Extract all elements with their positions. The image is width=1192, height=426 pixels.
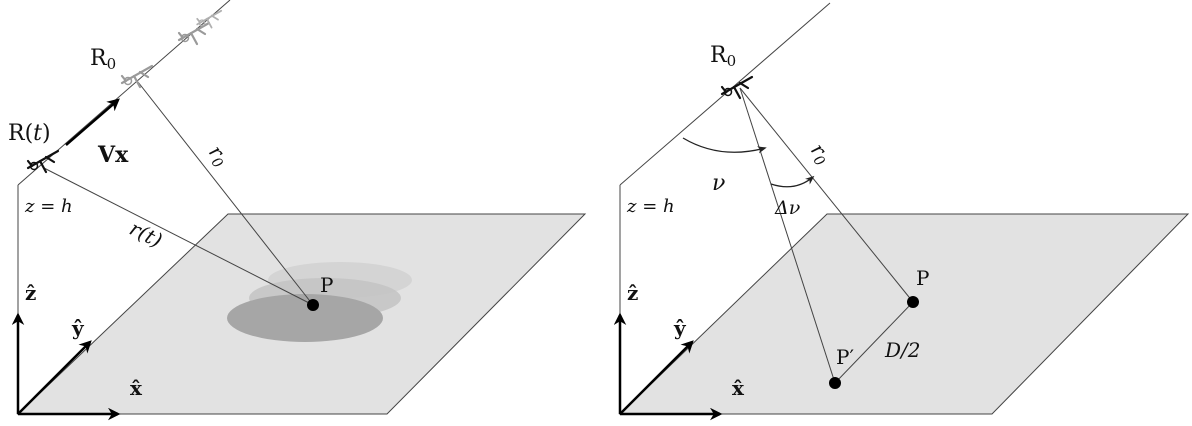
label-r0-right: R0 (710, 43, 736, 70)
aircraft-r0-icon (120, 64, 154, 89)
range-line-r0-right (739, 87, 914, 303)
aircraft-current-icon (26, 149, 60, 174)
label-r0-distance-right: r0 (804, 138, 837, 169)
label-velocity: Vx (97, 142, 129, 168)
aircraft-far-icon (196, 9, 223, 29)
label-pprime: P′ (836, 345, 854, 369)
label-height: z = h (24, 196, 73, 217)
range-line-pprime (739, 87, 836, 384)
angle-dnu-arc (770, 175, 815, 188)
range-line-r0 (137, 81, 314, 306)
range-line-rt (43, 167, 314, 306)
label-r0-distance: r0 (202, 140, 235, 171)
ground-plane-right (618, 213, 1190, 415)
label-nu: ν (712, 171, 725, 196)
axis-y-arrow (17, 340, 92, 415)
label-p-right: P (916, 266, 929, 290)
aircraft-future-icon (177, 21, 211, 46)
point-p-right (907, 296, 919, 308)
point-pprime (829, 377, 841, 389)
label-p: P (320, 273, 333, 297)
point-p (307, 299, 319, 311)
label-axis-y: ŷ (71, 316, 85, 340)
footprint-near (227, 294, 383, 342)
label-rt: R(t) (8, 121, 51, 146)
label-axis-x-right: x̂ (732, 376, 745, 400)
label-axis-z: ẑ (25, 281, 36, 305)
angle-nu-arc (682, 137, 767, 154)
label-d2: D/2 (884, 338, 921, 362)
label-rt-distance: r(t) (126, 216, 166, 252)
label-axis-x: x̂ (130, 376, 143, 400)
label-r0: R0 (90, 46, 116, 73)
label-height-right: z = h (626, 196, 675, 217)
baseline-d2 (834, 301, 914, 384)
axis-y-arrow-right (619, 340, 694, 415)
aircraft-r0-right-icon (720, 75, 754, 100)
velocity-arrow (65, 98, 120, 146)
label-axis-z-right: ẑ (627, 281, 638, 305)
right-panel: R0 ν r0 Δν z = h P P′ D/2 ẑ ŷ x̂ (613, 2, 1190, 421)
left-panel: R0 R(t) Vx r0 r(t) z = h P ẑ ŷ x̂ (8, 0, 587, 421)
label-axis-y-right: ŷ (673, 316, 687, 340)
label-dnu: Δν (774, 197, 801, 219)
